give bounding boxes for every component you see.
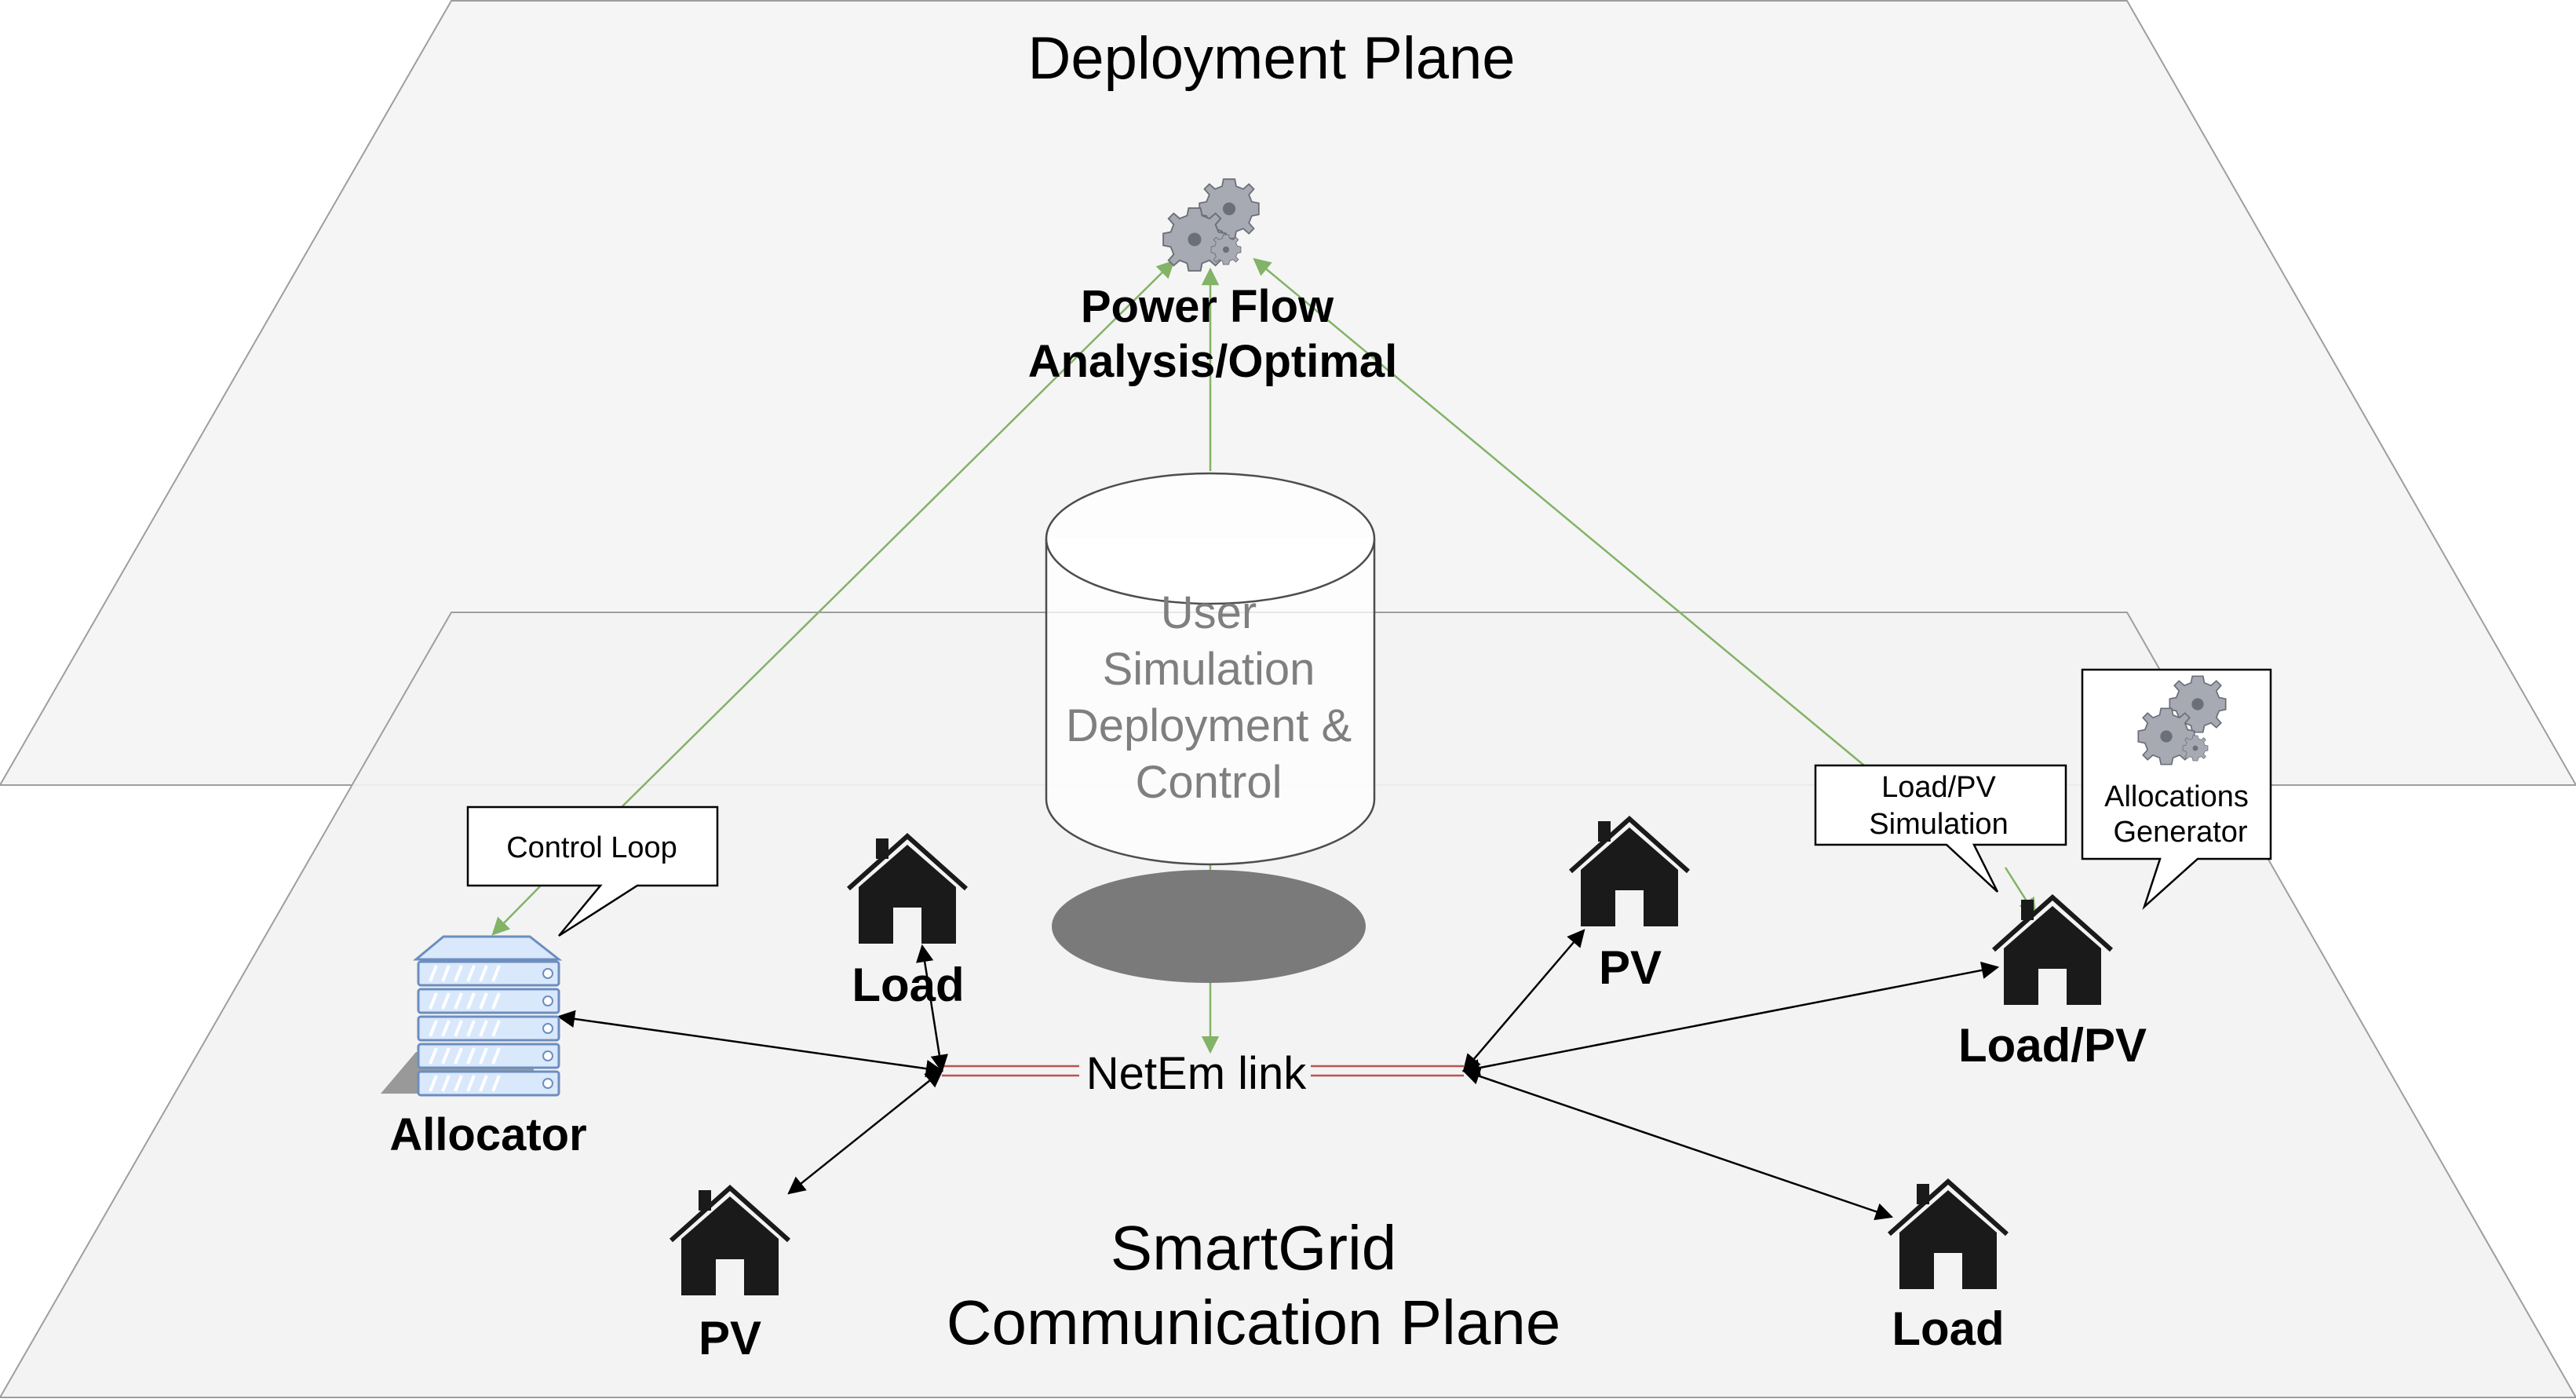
database-label-line4: Control [1136, 757, 1283, 808]
deployment-plane-title: Deployment Plane [1027, 25, 1515, 92]
link-hub-right-to-loadpv [1461, 961, 2000, 1077]
arrow-loadpv-to-powerflow [1253, 258, 1865, 766]
control-loop-text: Control Loop [506, 831, 677, 864]
database-label-line3: Deployment & [1066, 700, 1352, 751]
control-loop-callout: Control Loop [466, 805, 719, 937]
database-shadow [1052, 870, 1366, 983]
link-hub-left-to-load [916, 944, 948, 1073]
arrow-control-loop-to-allocator [491, 884, 542, 936]
allocations-generator-callout: Allocations Generator [2081, 668, 2272, 911]
link-hub-right-to-load [1461, 1067, 1894, 1221]
link-hub-left-to-pv [787, 1069, 943, 1195]
loadpv-simulation-callout: Load/PV Simulation [1814, 764, 2067, 893]
netem-link-label: NetEm link [1086, 1048, 1307, 1099]
user-simulation-database[interactable]: User Simulation Deployment & Control [1045, 472, 1376, 983]
pv-bottom-left-label: PV [699, 1312, 761, 1364]
allocations-generator-text-line2: Generator [2113, 816, 2247, 849]
pv-right-label: PV [1599, 941, 1662, 994]
network-connections [556, 929, 2000, 1221]
arrow-control-loop-to-powerflow [619, 260, 1175, 809]
loadpv-simulation-text-line2: Simulation [1869, 808, 2008, 841]
communication-plane-title-line1: SmartGrid [1111, 1213, 1397, 1283]
allocations-generator-text-line1: Allocations [2104, 780, 2249, 813]
power-flow-label-line2: Analysis/Optimal [1028, 336, 1398, 387]
power-flow-label-line1: Power Flow [1081, 281, 1334, 332]
communication-plane-title-line2: Communication Plane [947, 1288, 1561, 1357]
allocator-server-icon[interactable] [381, 935, 563, 1097]
deployment-plane [0, 0, 2576, 786]
loadpv-simulation-text-line1: Load/PV [1881, 771, 1996, 804]
load-bottom-right-label: Load [1892, 1302, 2004, 1355]
netem-link[interactable]: NetEm link [942, 1048, 1464, 1099]
load-top-label: Load [852, 959, 964, 1011]
link-hub-left-to-allocator [556, 1010, 944, 1078]
load-pv-label: Load/PV [1958, 1019, 2147, 1072]
database-label-line1: User [1161, 587, 1257, 638]
allocator-label: Allocator [389, 1109, 586, 1160]
database-label-line2: Simulation [1103, 644, 1315, 695]
